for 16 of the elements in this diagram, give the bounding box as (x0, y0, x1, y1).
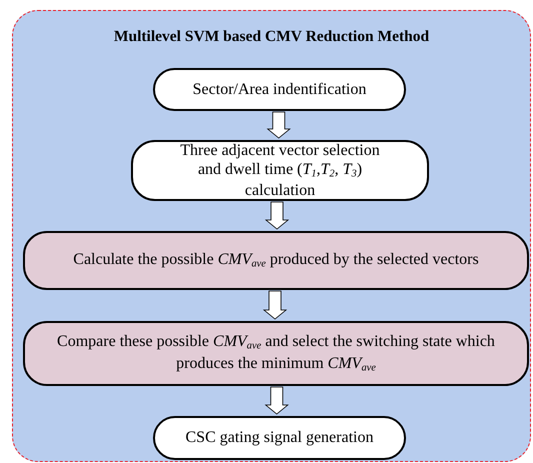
step-text: Calculate the possible CMV$_{ave}$ produced by the selected vectors (73, 250, 479, 272)
step-text: CSC gating signal generation (186, 428, 374, 448)
step-text: Sector/Area indentification (192, 80, 366, 100)
process-box (23, 231, 529, 290)
block-arrow (264, 202, 290, 230)
step-text: Three adjacent vector selection and dwell time (T$_{1}$,T$_{2}$, T$_{3}$) calculation (179, 140, 381, 200)
process-box (131, 140, 429, 201)
process-box (153, 68, 406, 111)
group-panel (12, 10, 531, 462)
step-text: Compare these possible CMV$_{ave}$ and select the switching state which produces the minimum CMV$_{ave}$ (56, 332, 496, 375)
block-arrow (266, 112, 291, 139)
block-arrow (262, 290, 288, 320)
process-box (153, 416, 406, 460)
panel-heading: Multilevel SVM based CMV Reduction Method (112, 28, 430, 46)
process-box (23, 321, 529, 386)
block-arrow (264, 386, 289, 415)
